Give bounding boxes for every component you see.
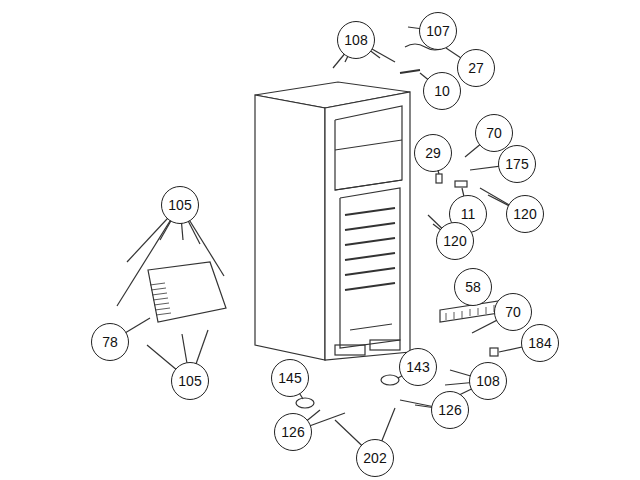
callout-number: 78 bbox=[91, 323, 129, 361]
callout-number: 107 bbox=[419, 12, 457, 50]
callout-number: 105 bbox=[171, 362, 209, 400]
callout-number: 184 bbox=[521, 324, 559, 362]
callout-number: 175 bbox=[498, 145, 536, 183]
callout-number: 120 bbox=[506, 195, 544, 233]
callout-number: 10 bbox=[423, 72, 461, 110]
callout-number: 108 bbox=[469, 362, 507, 400]
callout-number: 202 bbox=[356, 439, 394, 477]
callout-number: 29 bbox=[414, 134, 452, 172]
callout-number: 145 bbox=[271, 359, 309, 397]
callout-number: 108 bbox=[337, 21, 375, 59]
callout-number: 126 bbox=[431, 391, 469, 429]
callout-number: 126 bbox=[274, 413, 312, 451]
callout-number: 105 bbox=[161, 186, 199, 224]
callout-number: 27 bbox=[457, 49, 495, 87]
callout-number: 120 bbox=[436, 222, 474, 260]
callout-number: 143 bbox=[399, 348, 437, 386]
callout-number: 58 bbox=[454, 268, 492, 306]
callout-number: 70 bbox=[494, 293, 532, 331]
